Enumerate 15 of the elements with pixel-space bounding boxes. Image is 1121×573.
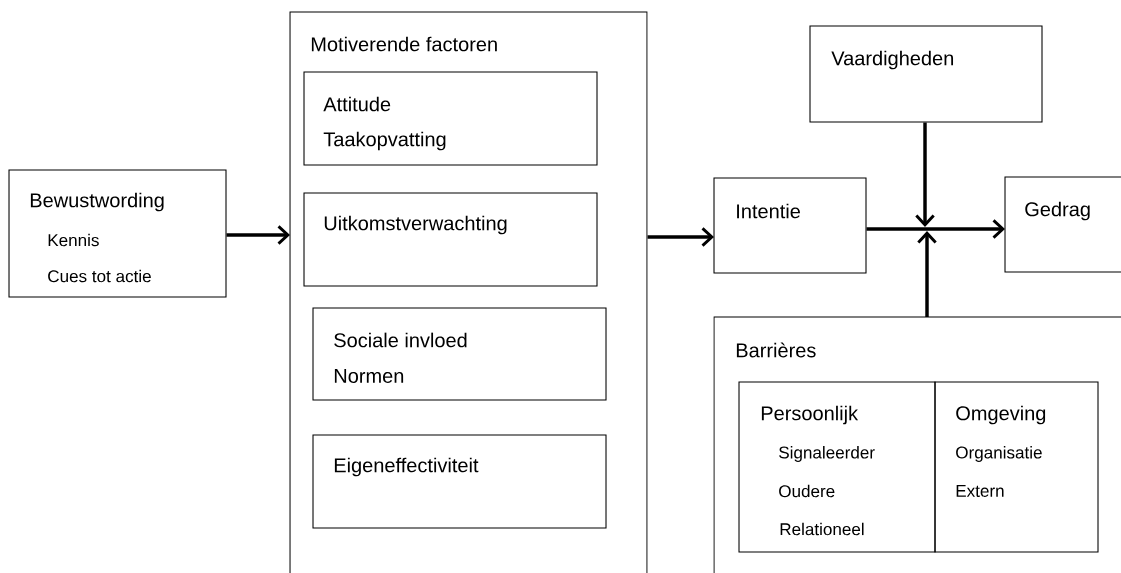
arrow: [866, 219, 1005, 239]
arrow: [915, 122, 935, 227]
box: Vaardigheden: [809, 25, 1043, 123]
box: Attitude Taakopvatting: [303, 71, 598, 166]
box: Persoonlijk Signaleerder Oudere Relationeel: [738, 381, 936, 553]
arrow: [917, 231, 937, 317]
box: Eigeneffectiviteit: [312, 434, 607, 529]
box: Sociale invloed Normen: [312, 307, 607, 401]
arrow: [647, 227, 714, 247]
box: Gedrag: [1004, 176, 1121, 273]
box: Omgeving Organisatie Extern: [934, 381, 1099, 553]
box: Intentie: [713, 177, 867, 274]
arrow: [226, 225, 290, 245]
box: Uitkomstverwachting: [303, 192, 598, 287]
box: Bewustwording Kennis Cues tot actie: [8, 169, 227, 298]
